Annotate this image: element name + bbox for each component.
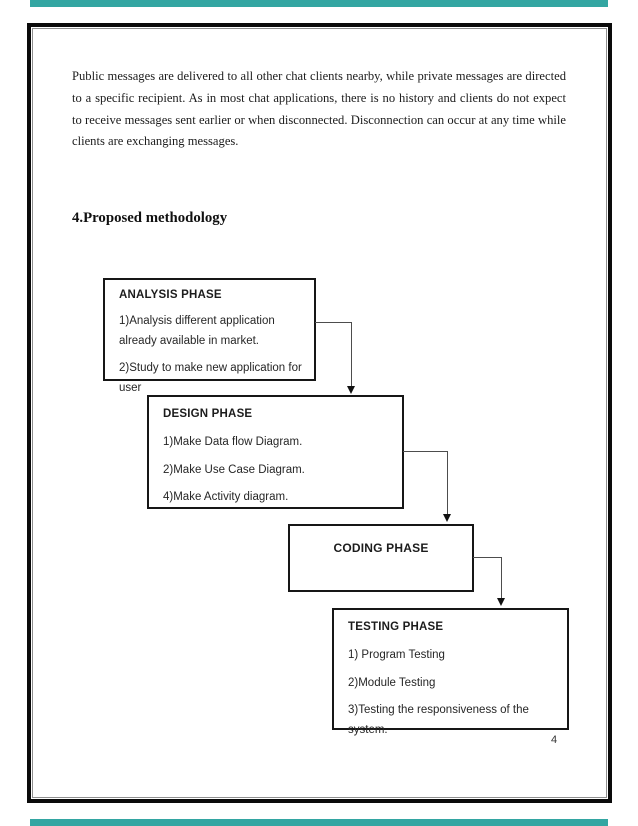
arrow-down-icon [497,598,505,606]
coding-box-title: CODING PHASE [333,541,429,555]
bottom-slide-edge-strip [30,819,608,826]
arrow-down-icon [443,514,451,522]
arrow-down-icon [347,386,355,394]
design-box-item: 1)Make Data flow Diagram. [163,436,303,448]
design-box-item: 2)Make Use Case Diagram. [163,463,305,476]
flowchart-box-design: DESIGN PHASE 1)Make Data flow Diagram. 2… [147,395,404,509]
testing-box-title: TESTING PHASE [348,621,444,633]
connector-design-coding-horizontal [403,451,448,453]
flowchart-box-testing: TESTING PHASE 1) Program Testing 2)Modul… [332,608,569,736]
connector-coding-testing-horizontal [473,557,502,559]
page-border-frame [27,23,612,803]
page-number: 4 [551,734,558,746]
analysis-box-item: 1)Analysis different application already… [119,315,275,347]
connector-design-coding-vertical [447,451,449,515]
section-heading: 4.Proposed methodology [72,210,228,226]
analysis-box-title: ANALYSIS PHASE [119,289,222,301]
top-slide-edge-strip [30,0,608,7]
testing-box-item: 2)Module Testing [348,676,436,689]
page-border-inner-line [32,28,607,798]
testing-box-item: 3)Testing the responsiveness of the syst… [348,704,529,736]
flowchart-box-analysis: ANALYSIS PHASE 1)Analysis different appl… [103,278,316,394]
flowchart-box-coding: CODING PHASE [288,524,474,592]
connector-analysis-design-horizontal [315,322,352,324]
analysis-box-item: 2)Study to make new application for user [119,362,302,394]
body-paragraph: Public messages are delivered to all oth… [72,69,566,149]
connector-coding-testing-vertical [501,557,503,599]
testing-box-item: 1) Program Testing [348,649,445,661]
connector-analysis-design-vertical [351,322,353,387]
design-box-item: 4)Make Activity diagram. [163,491,289,503]
design-box-title: DESIGN PHASE [163,408,253,420]
